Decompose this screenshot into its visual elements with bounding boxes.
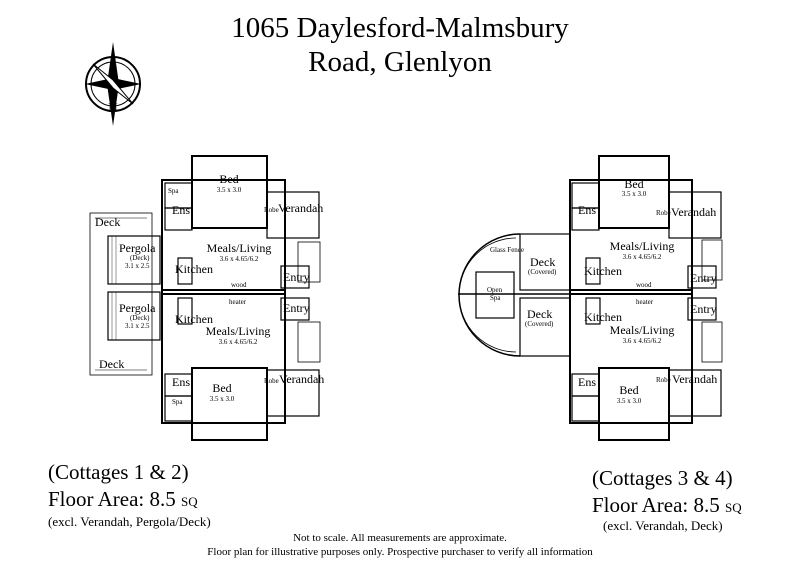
disclaimer-line2: Floor plan for illustrative purposes onl… [207,546,593,558]
left-ens-bottom: Ens [172,375,190,389]
right-meals-top-size: 3.6 x 4.65/6.2 [623,253,662,261]
right-meals-top: Meals/Living [610,239,675,253]
right-entry-bottom: Entry [690,302,717,316]
right-kitchen-top: Kitchen [584,264,622,278]
left-robe-top: Robe [264,206,279,214]
left-bed-bottom-size: 3.5 x 3.0 [210,395,235,403]
right-open-spa-a: Open [487,286,503,294]
left-pergola-top-sub: (Deck) [130,254,150,262]
left-robe-bottom: Robe [264,377,279,385]
right-bed-bottom: Bed [619,383,638,397]
left-meals-top: Meals/Living [207,241,272,255]
right-ens-top: Ens [578,203,596,217]
left-bed-top-size: 3.5 x 3.0 [217,186,242,194]
left-verandah-top: Verandah [278,201,323,215]
right-wood-heater-b: heater [636,298,654,306]
right-meals-bottom: Meals/Living [610,323,675,337]
right-area-unit: SQ [724,500,742,515]
right-deck-bottom: Deck [527,307,552,321]
right-verandah-top: Verandah [671,205,716,219]
left-area-label: Floor Area: 8.5 [48,487,176,511]
left-kitchen-bottom: Kitchen [175,312,213,326]
left-deck-bottom: Deck [99,357,124,371]
right-glass-fence: Glass Fence [490,246,524,254]
left-pergola-bottom-sub: (Deck) [130,314,150,322]
right-caption-excl: (excl. Verandah, Deck) [603,518,723,533]
disclaimer-line1: Not to scale. All measurements are appro… [293,532,507,544]
left-area-unit: SQ [180,494,198,509]
left-entry-top: Entry [283,270,310,284]
left-wood-heater-a: wood [231,281,247,289]
left-ens-top: Ens [172,203,190,217]
left-pergola-top-size: 3.1 x 2.5 [125,262,150,270]
left-deck-top: Deck [95,215,120,229]
right-bed-top: Bed [624,177,643,191]
right-deck-top: Deck [530,255,555,269]
left-spa-bottom: Spa [172,398,183,406]
left-pergola-bottom-size: 3.1 x 2.5 [125,322,150,330]
left-wood-heater-b: heater [229,298,247,306]
right-kitchen-bottom: Kitchen [584,310,622,324]
left-meals-bottom-size: 3.6 x 4.65/6.2 [219,338,258,346]
right-caption-area: Floor Area: 8.5 SQ [592,493,742,518]
right-meals-bottom-size: 3.6 x 4.65/6.2 [623,337,662,345]
left-meals-bottom: Meals/Living [206,324,271,338]
page-title-line1: 1065 Daylesford-Malmsbury [231,12,569,44]
right-robe-top: Robe [656,209,671,217]
right-bed-bottom-size: 3.5 x 3.0 [617,397,642,405]
right-open-spa-b: Spa [490,294,501,302]
right-caption-title: (Cottages 3 & 4) [592,466,733,490]
left-meals-top-size: 3.6 x 4.65/6.2 [220,255,259,263]
right-wood-heater-a: wood [636,281,652,289]
right-deck-bottom-sub: (Covered) [525,320,554,328]
left-caption-excl: (excl. Verandah, Pergola/Deck) [48,514,211,529]
left-entry-bottom: Entry [283,301,310,315]
left-kitchen-top: Kitchen [175,262,213,276]
right-area-label: Floor Area: 8.5 [592,493,720,517]
right-deck-top-sub: (Covered) [528,268,557,276]
right-robe-bottom: Robe [656,376,671,384]
left-bed-bottom: Bed [212,381,231,395]
left-bed-top: Bed [219,172,238,186]
left-caption-area: Floor Area: 8.5 SQ [48,487,198,512]
left-spa-top: Spa [168,187,179,195]
compass-icon: N [85,42,141,126]
left-pergola-top: Pergola [119,241,156,255]
right-ens-bottom: Ens [578,375,596,389]
left-verandah-bottom: Verandah [279,372,324,386]
right-bed-top-size: 3.5 x 3.0 [622,190,647,198]
right-verandah-bottom: Verandah [672,372,717,386]
right-entry-top: Entry [690,271,717,285]
left-caption-title: (Cottages 1 & 2) [48,460,189,484]
left-pergola-bottom: Pergola [119,301,156,315]
compass-letter: N [108,100,118,115]
page-title-line2: Road, Glenlyon [308,46,492,78]
